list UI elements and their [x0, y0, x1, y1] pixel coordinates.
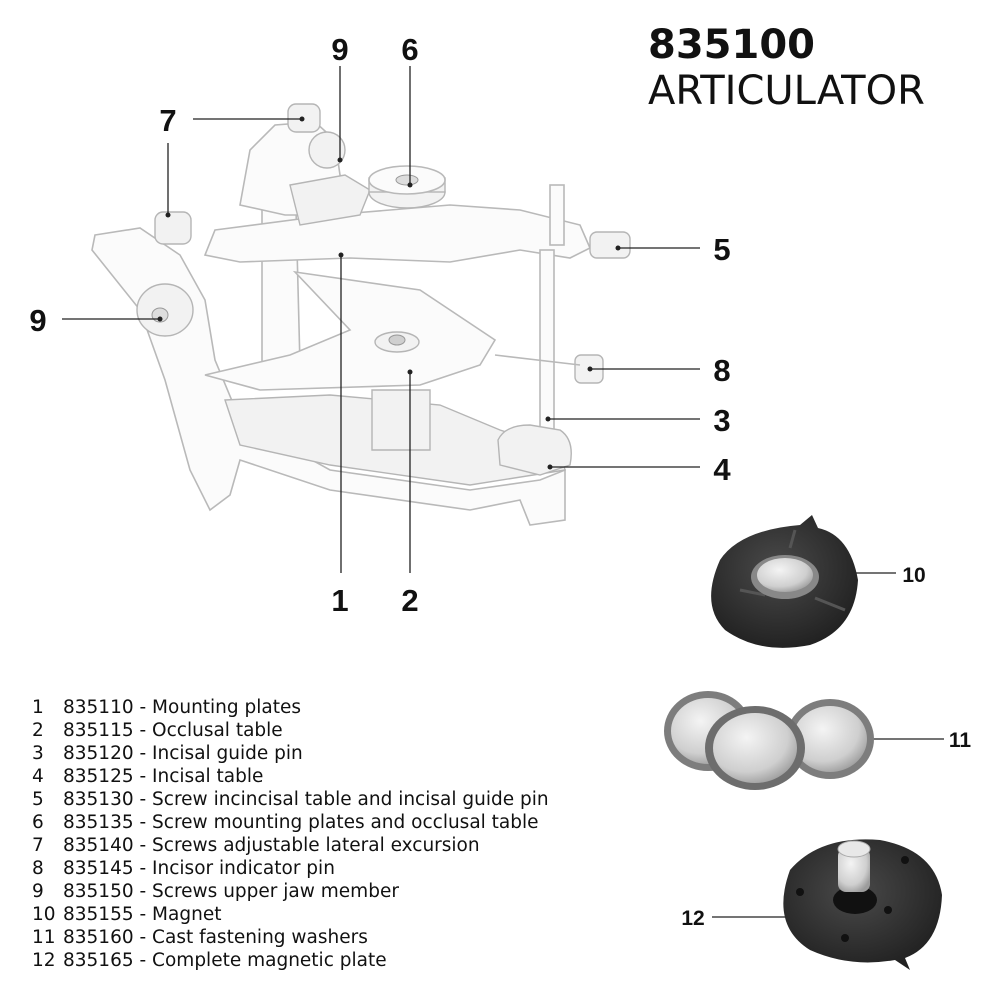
part-number: 12: [32, 950, 56, 971]
callout-6: 6: [401, 32, 418, 67]
part-description: 835145 - Incisor indicator pin: [63, 858, 335, 879]
part-description: 835120 - Incisal guide pin: [63, 743, 303, 764]
knob-upper-jaw-top: [308, 131, 346, 169]
plate-stud: [838, 848, 870, 892]
parts-list: 1 835110 - Mounting plates 2 835115 - Occl…: [32, 696, 549, 972]
part-number: 11: [32, 927, 56, 948]
part-number: 5: [32, 789, 44, 810]
callout-9-top: 9: [331, 32, 348, 67]
washers-illustration: [664, 691, 874, 790]
callout-11: 11: [949, 729, 972, 752]
guide-pin-rod: [539, 249, 555, 456]
list-item: 6 835135 - Screw mounting plates and occl…: [32, 811, 549, 834]
list-item: 7 835140 - Screws adjustable lateral excu…: [32, 834, 549, 857]
list-item: 11 835160 - Cast fastening washers: [32, 926, 549, 949]
guide-pin-top: [549, 184, 565, 246]
part-description: 835135 - Screw mounting plates and occlu…: [63, 812, 539, 833]
part-number: 6: [32, 812, 44, 833]
part-description: 835160 - Cast fastening washers: [63, 927, 368, 948]
callout-8: 8: [713, 353, 730, 388]
washer-3-face: [793, 706, 867, 772]
plate-hole-1: [796, 888, 804, 896]
callout-1: 1: [331, 583, 348, 618]
callout-4: 4: [713, 452, 731, 487]
indicator-pin: [494, 354, 581, 366]
list-item: 1 835110 - Mounting plates: [32, 696, 549, 719]
upper-mounting-plate: [289, 174, 371, 226]
washer-2-face: [713, 713, 797, 783]
callout-3: 3: [713, 403, 730, 438]
part-number: 1: [32, 697, 44, 718]
table-screw-center: [388, 334, 406, 346]
part-description: 835140 - Screws adjustable lateral excur…: [63, 835, 480, 856]
occlusal-table-shape: [204, 270, 497, 391]
callout-7: 7: [159, 103, 176, 138]
callout-10: 10: [902, 564, 925, 587]
part-description: 835130 - Screw incincisal table and inci…: [63, 789, 549, 810]
part-number: 10: [32, 904, 56, 925]
part-description: 835155 - Magnet: [63, 904, 222, 925]
part-number: 8: [32, 858, 44, 879]
magnet-illustration: [711, 515, 858, 648]
magnetic-plate-illustration: [783, 839, 942, 970]
product-name: ARTICULATOR: [648, 68, 925, 114]
part-description: 835150 - Screws upper jaw member: [63, 881, 399, 902]
lower-frame: [91, 227, 566, 526]
knob-lateral-left: [154, 211, 192, 245]
part-description: 835115 - Occlusal table: [63, 720, 283, 741]
callout-2: 2: [401, 583, 418, 618]
plate-hole-2: [841, 934, 849, 942]
top-knob-hole: [395, 174, 419, 186]
part-number: 9: [32, 881, 44, 902]
part-description: 835110 - Mounting plates: [63, 697, 302, 718]
list-item: 4 835125 - Incisal table: [32, 765, 549, 788]
magnet-face: [757, 558, 813, 592]
part-description: 835125 - Incisal table: [63, 766, 264, 787]
plate-hole-4: [901, 856, 909, 864]
list-item: 2 835115 - Occlusal table: [32, 719, 549, 742]
callout-5: 5: [713, 232, 730, 267]
articulator-drawing: [91, 103, 631, 526]
plate-stud-top: [837, 840, 871, 858]
callout-9-left: 9: [29, 303, 46, 338]
magnet-ribs: [739, 529, 846, 612]
callout-12: 12: [681, 907, 704, 930]
part-number: 7: [32, 835, 44, 856]
list-item: 10 835155 - Magnet: [32, 903, 549, 926]
plate-hole-3: [884, 906, 892, 914]
plate-boss: [833, 886, 877, 914]
part-description: 835165 - Complete magnetic plate: [63, 950, 387, 971]
screw-5: [589, 231, 631, 259]
list-item: 9 835150 - Screws upper jaw member: [32, 880, 549, 903]
list-item: 5 835130 - Screw incincisal table and inc…: [32, 788, 549, 811]
list-item: 3 835120 - Incisal guide pin: [32, 742, 549, 765]
product-code: 835100: [648, 22, 815, 68]
list-item: 12 835165 - Complete magnetic plate: [32, 949, 549, 972]
list-item: 8 835145 - Incisor indicator pin: [32, 857, 549, 880]
table-pillar: [371, 389, 431, 451]
part-number: 4: [32, 766, 44, 787]
part-number: 2: [32, 720, 44, 741]
incisal-table-shape: [497, 424, 572, 476]
part-number: 3: [32, 743, 44, 764]
